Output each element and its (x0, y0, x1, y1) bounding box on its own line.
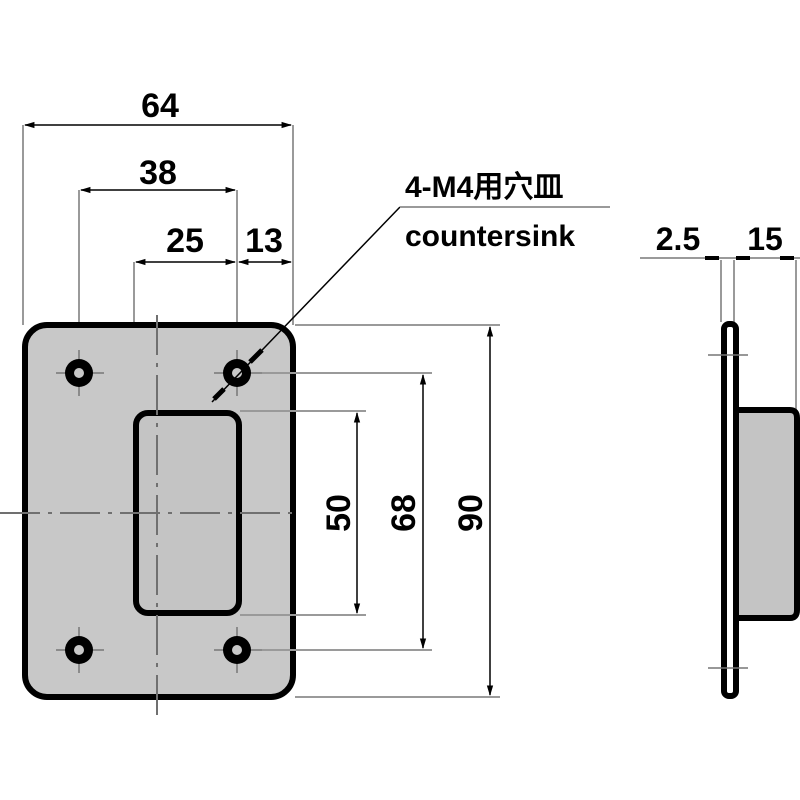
side-hole-center-marks (708, 354, 748, 669)
dim-overall-height: 90 (452, 494, 490, 532)
side-recess-body (732, 407, 800, 621)
side-plate-profile (721, 321, 739, 699)
front-view: 64 38 25 13 4-M4用穴皿 countersink (0, 87, 610, 720)
hole-top-left (56, 350, 104, 396)
callout-line2: countersink (405, 220, 575, 253)
hole-bottom-right (214, 627, 262, 673)
extension-lines-right (240, 324, 500, 698)
callout-line1: 4-M4用穴皿 (405, 171, 563, 204)
horizontal-dimension-lines (23, 121, 293, 266)
hole-bottom-left (56, 627, 104, 673)
dim-hole-spacing-x: 38 (139, 154, 177, 192)
dim-overall-width: 64 (141, 87, 179, 125)
center-lines (0, 315, 300, 720)
countersink-holes (56, 350, 262, 673)
dim-hole-spacing-y: 68 (385, 494, 423, 532)
dim-recess-offset: 13 (245, 222, 283, 260)
dim-recess-width: 25 (166, 222, 204, 260)
side-extension-lines (640, 257, 800, 410)
vertical-dimension-lines (353, 325, 494, 697)
side-view: 2.5 15 (640, 221, 800, 699)
dim-recess-height: 50 (320, 494, 358, 532)
hole-top-right (214, 350, 262, 396)
callout-leader (211, 206, 610, 403)
dim-plate-thickness: 2.5 (656, 221, 700, 257)
dim-recess-depth: 15 (747, 221, 783, 257)
